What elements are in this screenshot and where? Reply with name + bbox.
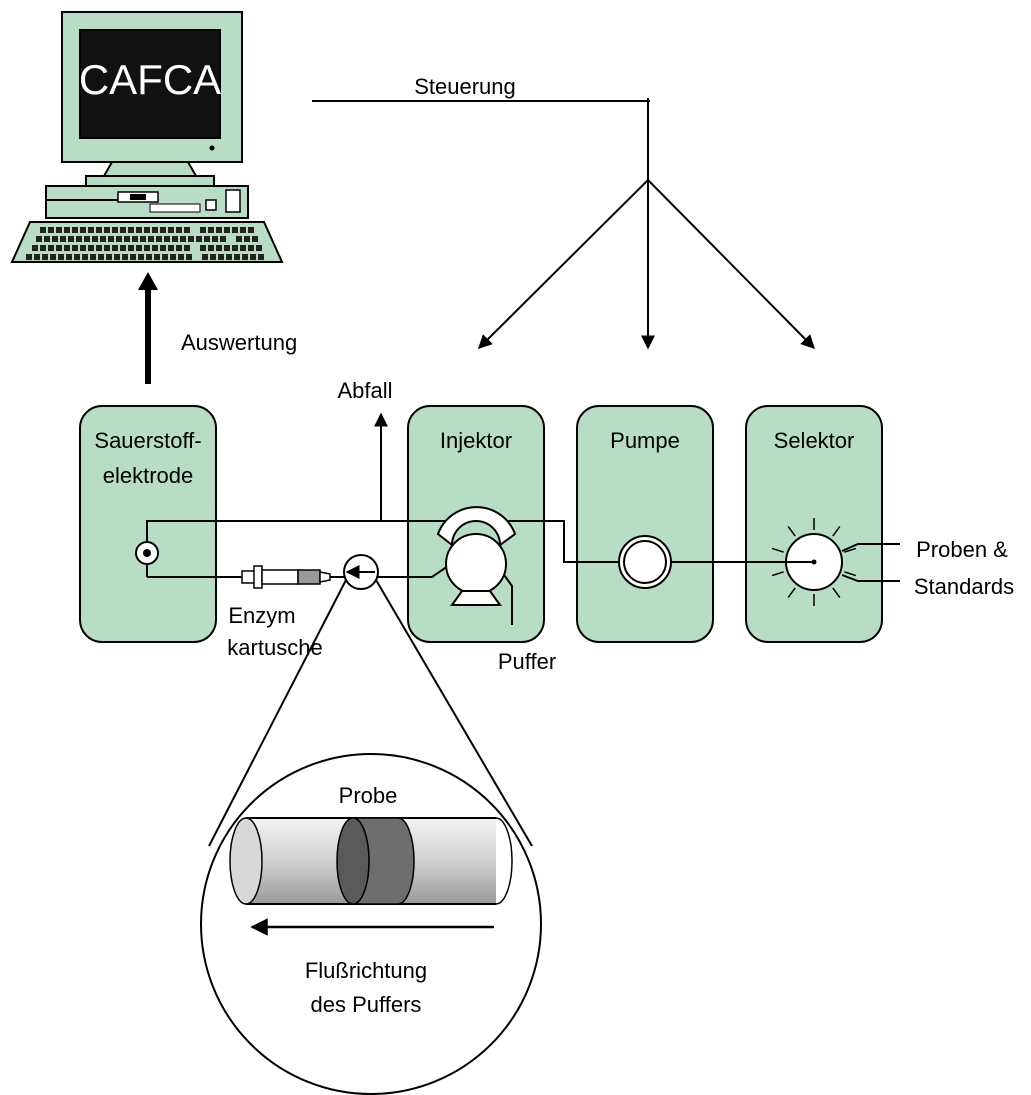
injector-valve-icon <box>436 506 517 606</box>
keyboard-keys <box>26 227 264 260</box>
magnifier-lines <box>208 579 533 847</box>
selector-label: Selektor <box>774 428 855 453</box>
computer-icon: CAFCA <box>10 11 284 263</box>
control-lines <box>312 98 815 350</box>
probe-label: Probe <box>339 783 398 808</box>
screen-title: CAFCA <box>79 56 221 103</box>
module-pump: Pumpe <box>576 405 714 643</box>
enzyme-cartridge-icon <box>241 565 331 589</box>
injector-label: Injektor <box>440 428 512 453</box>
tube-icon <box>229 817 513 905</box>
steuerung-label: Steuerung <box>414 74 516 99</box>
monitor-screen <box>79 29 221 139</box>
puffer-label: Puffer <box>498 649 556 674</box>
abfall-label: Abfall <box>337 378 392 403</box>
electrode-label-1: Sauerstoff- <box>94 428 201 453</box>
flow-direction-label-2: des Puffers <box>311 992 422 1017</box>
enzym-label-1: Enzym <box>228 603 295 628</box>
selector-icon <box>771 518 857 606</box>
flow-direction-label-1: Flußrichtung <box>305 958 427 983</box>
pump-label: Pumpe <box>610 428 680 453</box>
module-injector: Injektor <box>407 405 545 643</box>
electrode-sensor-icon <box>135 541 159 565</box>
pump-icon <box>618 535 672 589</box>
keyboard <box>10 221 284 263</box>
electrode-label-2: elektrode <box>103 463 194 488</box>
flow-lines <box>146 412 900 625</box>
auswertung-label: Auswertung <box>181 330 297 355</box>
flow-detail-circle <box>343 554 379 590</box>
proben-label-1: Proben & <box>916 537 1008 562</box>
selector-ports <box>771 518 857 606</box>
proben-label-2: Standards <box>914 574 1014 599</box>
enzym-label-2: kartusche <box>227 635 322 660</box>
